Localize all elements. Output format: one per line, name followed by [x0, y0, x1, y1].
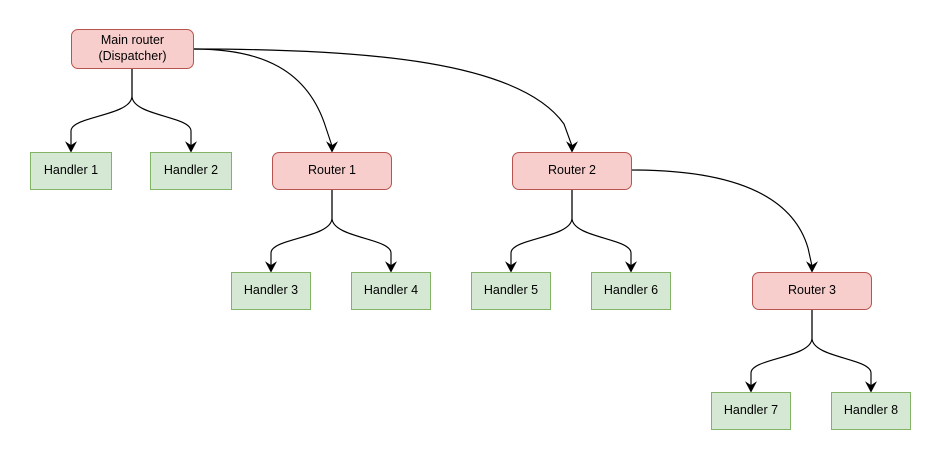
node-handler-8-label: Handler 8 — [843, 403, 899, 418]
node-handler-2-label: Handler 2 — [163, 163, 219, 178]
edge-router-2-to-handler-5 — [504, 189, 573, 273]
edge-router-3-to-handler-8-arrowhead-icon — [864, 381, 878, 393]
edge-main-to-router-2 — [193, 48, 579, 153]
edge-router-2-to-router-3 — [631, 169, 819, 273]
edge-router-1-to-handler-4-arrowhead-icon — [384, 261, 398, 273]
edge-main-to-handler-1-line — [70, 68, 133, 147]
edge-router-3-to-handler-7 — [744, 309, 813, 393]
edge-main-to-router-1-arrowhead-icon — [325, 141, 339, 153]
edge-router-2-to-router-3-line — [631, 169, 813, 267]
edge-router-2-to-handler-6-arrowhead-icon — [624, 261, 638, 273]
edge-router-2-to-handler-5-arrowhead-icon — [504, 261, 518, 273]
node-router-1-label: Router 1 — [308, 163, 356, 178]
node-handler-1-label: Handler 1 — [43, 163, 99, 178]
edge-main-to-handler-2-line — [131, 68, 192, 147]
edge-router-2-to-handler-6-line — [571, 189, 632, 267]
edge-router-2-to-router-3-arrowhead-icon — [805, 261, 819, 273]
edge-router-1-to-handler-3-arrowhead-icon — [264, 261, 278, 273]
node-router-3-label: Router 3 — [788, 283, 836, 298]
node-handler-5-label: Handler 5 — [483, 283, 539, 298]
node-handler-7[interactable]: Handler 7 — [711, 392, 791, 430]
edge-router-3-to-handler-7-arrowhead-icon — [744, 381, 758, 393]
node-handler-8[interactable]: Handler 8 — [831, 392, 911, 430]
edge-router-1-to-handler-4-line — [331, 189, 392, 267]
edge-main-to-handler-1-arrowhead-icon — [64, 141, 78, 153]
node-handler-4[interactable]: Handler 4 — [351, 272, 431, 310]
edge-main-to-router-1-line — [193, 48, 333, 147]
edge-main-to-router-2-arrowhead-icon — [565, 141, 579, 153]
node-handler-1[interactable]: Handler 1 — [30, 152, 112, 190]
edge-main-to-handler-2 — [131, 68, 198, 153]
node-main-router[interactable]: Main router (Dispatcher) — [71, 29, 194, 69]
edge-router-1-to-handler-3 — [264, 189, 333, 273]
node-router-3[interactable]: Router 3 — [752, 272, 872, 310]
node-handler-2[interactable]: Handler 2 — [150, 152, 232, 190]
edge-router-3-to-handler-8 — [811, 309, 878, 393]
node-router-2-label: Router 2 — [548, 163, 596, 178]
edge-main-to-handler-1 — [64, 68, 133, 153]
edge-router-2-to-handler-5-line — [510, 189, 573, 267]
edge-main-to-router-2-line — [193, 48, 573, 147]
node-handler-3-label: Handler 3 — [243, 283, 299, 298]
edge-router-1-to-handler-3-line — [270, 189, 333, 267]
node-handler-6-label: Handler 6 — [603, 283, 659, 298]
node-handler-3[interactable]: Handler 3 — [231, 272, 311, 310]
edge-router-2-to-handler-6 — [571, 189, 638, 273]
node-handler-6[interactable]: Handler 6 — [591, 272, 671, 310]
node-main-router-label: Main router (Dispatcher) — [98, 33, 167, 63]
edge-main-to-router-1 — [193, 48, 339, 153]
edge-router-1-to-handler-4 — [331, 189, 398, 273]
node-handler-7-label: Handler 7 — [723, 403, 779, 418]
node-handler-4-label: Handler 4 — [363, 283, 419, 298]
edge-router-3-to-handler-7-line — [750, 309, 813, 387]
node-router-2[interactable]: Router 2 — [512, 152, 632, 190]
edge-main-to-handler-2-arrowhead-icon — [184, 141, 198, 153]
edge-router-3-to-handler-8-line — [811, 309, 872, 387]
node-handler-5[interactable]: Handler 5 — [471, 272, 551, 310]
node-router-1[interactable]: Router 1 — [272, 152, 392, 190]
